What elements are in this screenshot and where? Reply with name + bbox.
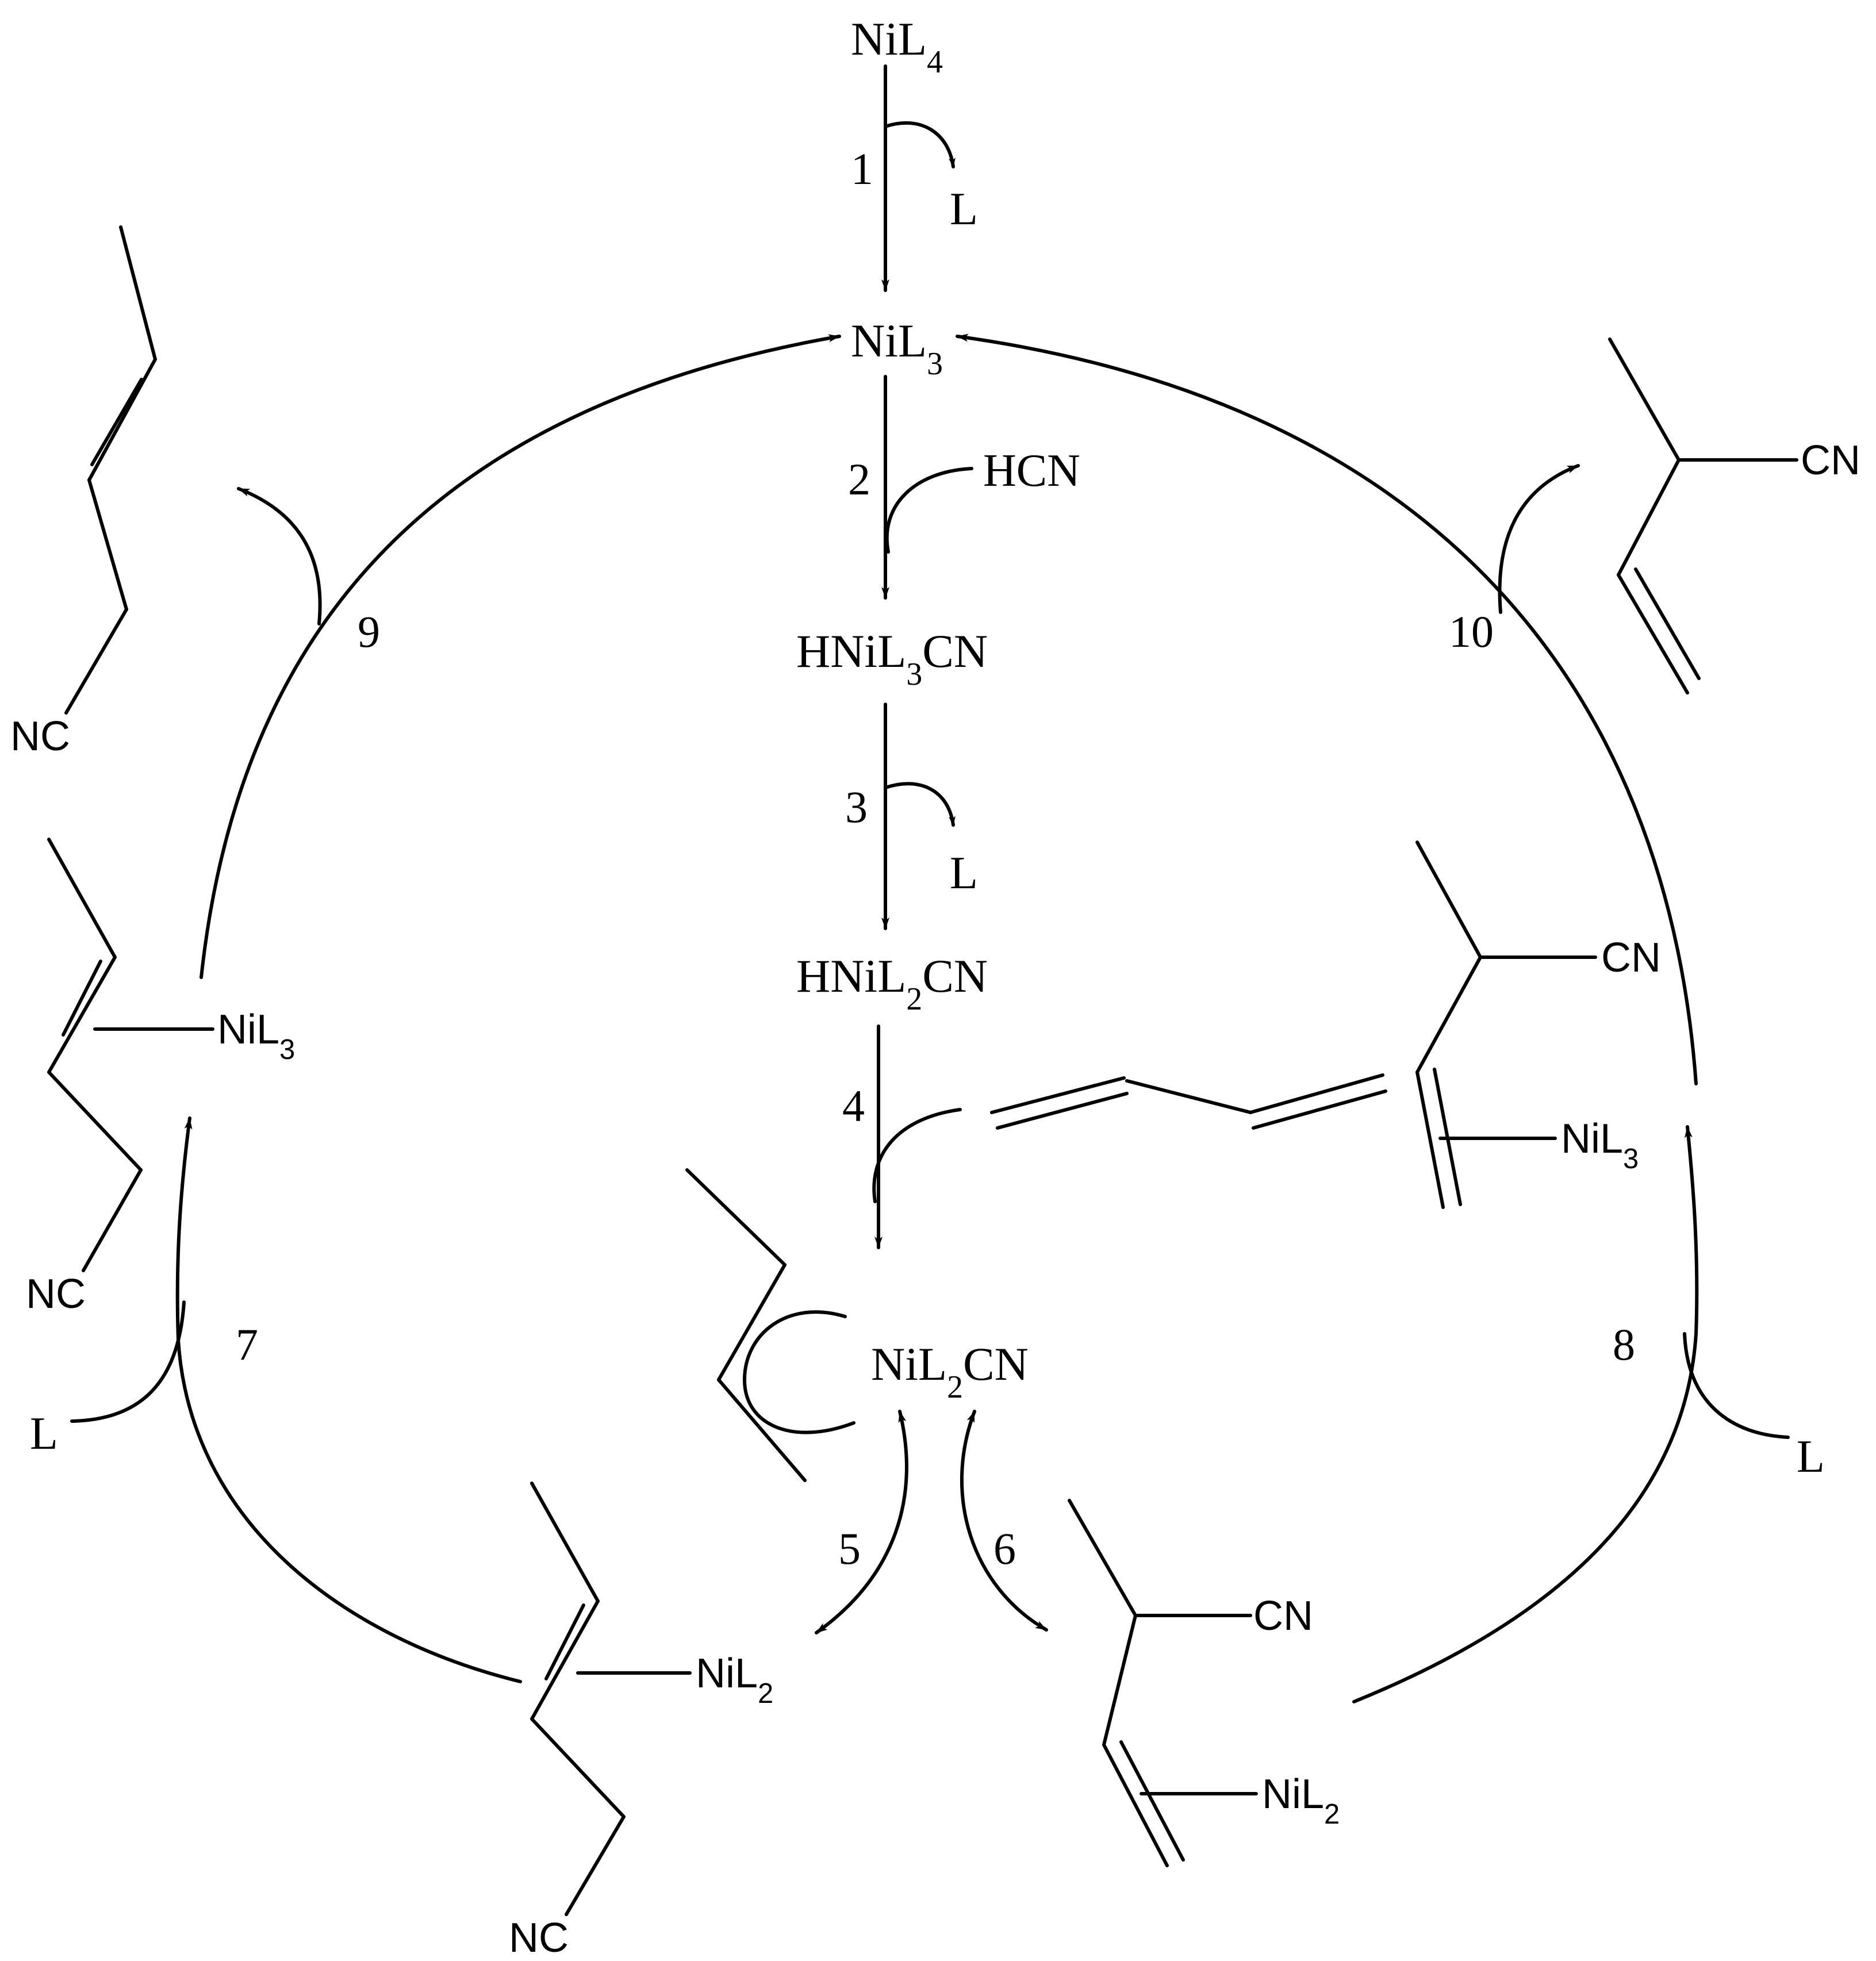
cycle-arc-left-lower [175,1116,522,1683]
nil3-left-label: NiL3 [217,1007,295,1065]
step8-ligand-arrow [1683,1332,1790,1439]
right-nil3-complex-structure [1415,841,1597,1209]
step5-arrow [815,1410,908,1634]
step8-label: 8 [1613,1319,1635,1369]
step10-label: 10 [1449,607,1494,657]
step5-label: 5 [838,1523,861,1574]
hnil3cn-label: HNiL3CN [796,625,988,692]
nil3-top-label: NiL3 [851,314,943,382]
cycle-arc-right-lower [1352,1125,1699,1703]
step7-label: 7 [236,1319,258,1369]
step9-release-arrow [237,487,322,625]
butadiene-structure [990,1073,1387,1130]
nil2cn-center-label: NiL2CN [871,1338,1029,1405]
step4-label: 4 [842,1081,865,1131]
left-nil3-complex-structure [47,838,214,1272]
nil2-bottom-left-label: NiL2 [696,1651,773,1709]
step1-ligand-loss-arrow [884,121,956,168]
nc-bottom-complex-label: NC [509,1915,569,1961]
bottom-left-nil2-complex-structure [530,1482,692,1916]
step1-ligand-label: L [950,184,978,235]
step6-arrow [960,1410,1048,1632]
step3-ligand-loss-arrow [884,782,956,827]
pi-allyl-structure [685,1168,855,1482]
step7-ligand-label: L [30,1409,58,1459]
step2-hcn-addition-arrow [885,467,973,554]
methylbutenenitrile-product-structure [1608,337,1798,694]
hnil2cn-label: HNiL2CN [796,950,988,1017]
step6-label: 6 [993,1523,1016,1574]
nil4-label: NiL4 [851,13,943,80]
step3-ligand-label: L [950,848,978,899]
step8-ligand-label: L [1797,1432,1825,1482]
cycle-arc-right-upper [956,333,1698,1085]
cycle-arc-left-upper [200,334,841,979]
pentenenitrile-product-structure [64,225,157,715]
nc-left-complex-label: NC [26,1271,86,1317]
step9-label: 9 [358,607,380,657]
step10-release-arrow [1498,464,1580,614]
cn-product10-label: CN [1801,438,1860,483]
step7-ligand-arrow [70,1300,186,1423]
nil3-right-label: NiL3 [1561,1116,1639,1175]
cn-right-complex-label: CN [1601,935,1661,981]
nc-product9-label: NC [10,713,70,759]
step2-label: 2 [848,454,870,504]
step1-label: 1 [851,144,873,194]
bottom-right-nil2-complex-structure [1068,1499,1258,1867]
nil2-bottom-right-label: NiL2 [1262,1771,1340,1830]
step4-butadiene-addition-arrow [872,1108,962,1203]
hcn-label: HCN [983,446,1080,496]
step3-label: 3 [845,782,868,832]
cn-bottom-complex-label: CN [1253,1593,1313,1639]
